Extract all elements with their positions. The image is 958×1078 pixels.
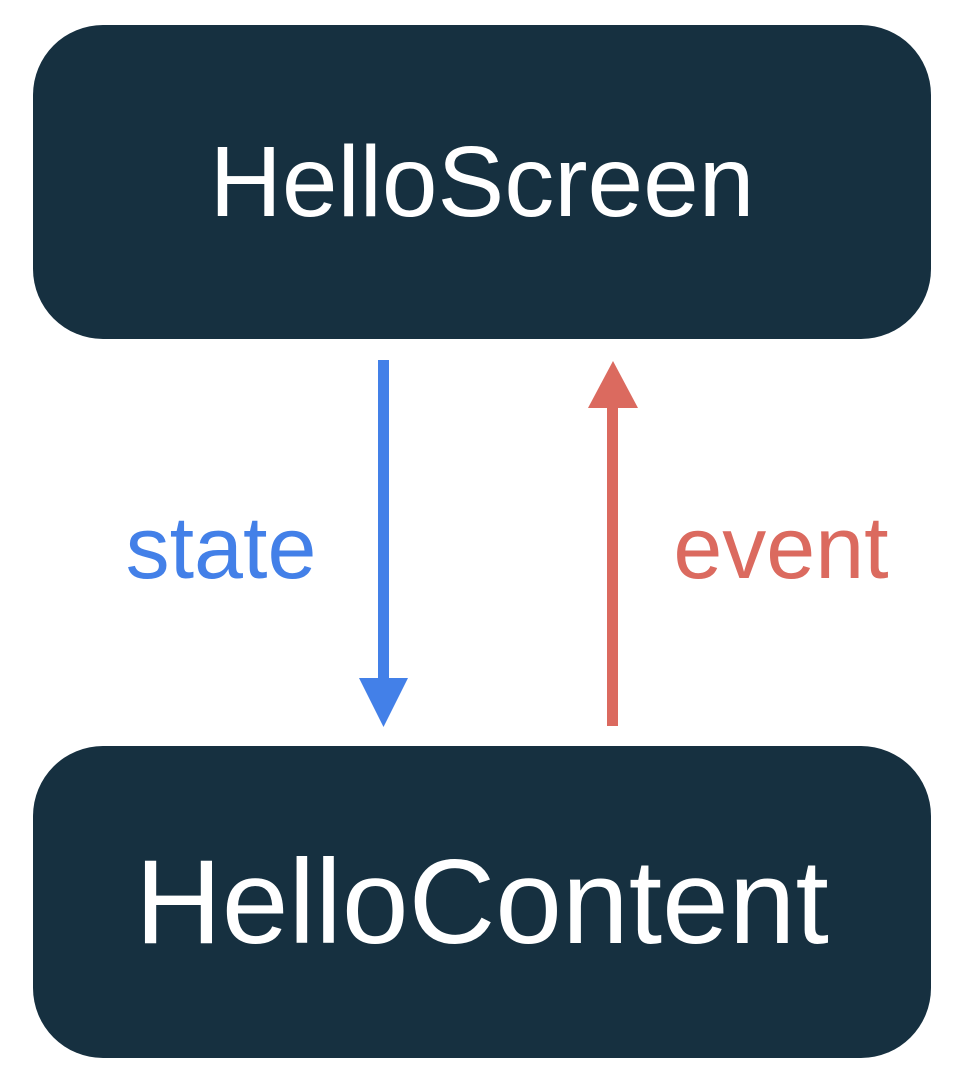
state-down-arrow-icon bbox=[359, 360, 408, 727]
event-up-arrow-icon bbox=[588, 361, 638, 726]
node-helloscreen: HelloScreen bbox=[33, 25, 931, 339]
node-helloscreen-label: HelloScreen bbox=[209, 126, 755, 238]
event-edge-label: event bbox=[673, 498, 889, 597]
state-edge-label: state bbox=[125, 498, 317, 597]
node-hellocontent-label: HelloContent bbox=[135, 835, 829, 969]
node-hellocontent: HelloContent bbox=[33, 746, 931, 1058]
